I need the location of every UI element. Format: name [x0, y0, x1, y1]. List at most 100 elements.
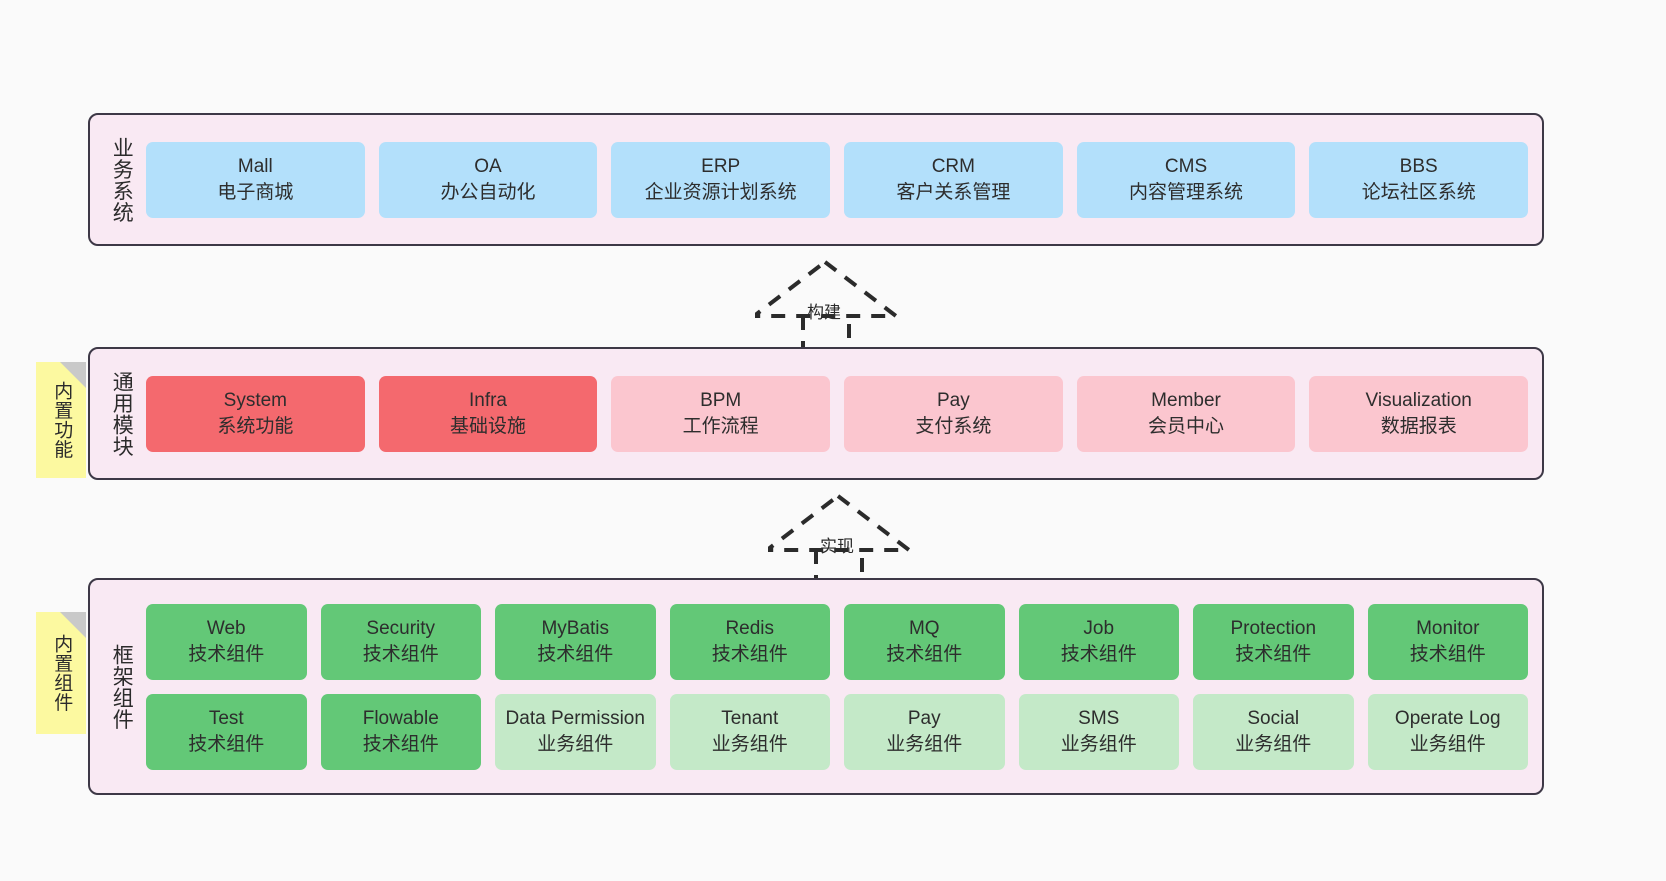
card-mq[interactable]: MQ 技术组件	[844, 603, 1005, 680]
card-title: BPM	[700, 390, 742, 412]
layer-business-systems[interactable]: 业务系统 Mall 电子商城 OA 办公自动化 ERP 企业资源计划系统 CRM…	[88, 113, 1544, 246]
card-subtitle: 技术组件	[188, 733, 265, 755]
card-bpm[interactable]: BPM 工作流程	[611, 375, 831, 452]
card-title: CMS	[1164, 156, 1208, 178]
note-fold-corner	[60, 612, 86, 638]
layer-title-common-modules: 通用模块	[110, 370, 134, 457]
card-title: Visualization	[1365, 390, 1472, 412]
note-label: 内置组件	[51, 634, 73, 712]
note-fold-corner	[60, 362, 86, 388]
card-title: Member	[1151, 390, 1221, 412]
arrow-implement-label: 实现	[820, 537, 854, 556]
layer-title-business-systems: 业务系统	[110, 136, 134, 223]
card-title: Social	[1247, 708, 1300, 730]
card-title: Pay	[907, 708, 941, 730]
card-subtitle: 技术组件	[1409, 643, 1486, 665]
card-subtitle: 技术组件	[886, 643, 963, 665]
card-subtitle: 技术组件	[362, 643, 439, 665]
layer-body-common-modules: System 系统功能 Infra 基础设施 BPM 工作流程 Pay 支付系统…	[146, 359, 1529, 468]
card-monitor[interactable]: Monitor 技术组件	[1367, 603, 1528, 680]
card-subtitle: 技术组件	[362, 733, 439, 755]
card-title: Test	[208, 708, 244, 730]
card-job[interactable]: Job 技术组件	[1018, 603, 1179, 680]
card-social[interactable]: Social 业务组件	[1193, 693, 1354, 770]
note-builtin-components: 内置组件	[36, 612, 86, 734]
card-security[interactable]: Security 技术组件	[320, 603, 481, 680]
card-title: Redis	[725, 618, 775, 640]
card-redis[interactable]: Redis 技术组件	[669, 603, 830, 680]
card-title: System	[223, 390, 288, 412]
card-subtitle: 客户关系管理	[896, 181, 1011, 203]
note-label: 内置功能	[51, 381, 73, 459]
card-subtitle: 业务组件	[537, 733, 614, 755]
card-title: Pay	[936, 390, 970, 412]
card-protection[interactable]: Protection 技术组件	[1193, 603, 1354, 680]
card-sms[interactable]: SMS 业务组件	[1018, 693, 1179, 770]
card-subtitle: 会员中心	[1148, 415, 1225, 437]
card-subtitle: 数据报表	[1380, 415, 1457, 437]
card-subtitle: 技术组件	[188, 643, 265, 665]
card-subtitle: 业务组件	[1060, 733, 1137, 755]
card-subtitle: 基础设施	[450, 415, 527, 437]
card-title: BBS	[1399, 156, 1438, 178]
card-cms[interactable]: CMS 内容管理系统	[1076, 141, 1296, 218]
card-title: Job	[1083, 618, 1115, 640]
card-bbs[interactable]: BBS 论坛社区系统	[1309, 141, 1529, 218]
card-subtitle: 支付系统	[915, 415, 992, 437]
card-title: OA	[474, 156, 502, 178]
card-title: Tenant	[721, 708, 779, 730]
card-title: Flowable	[362, 708, 439, 730]
card-subtitle: 工作流程	[682, 415, 759, 437]
card-subtitle: 系统功能	[217, 415, 294, 437]
card-subtitle: 技术组件	[1235, 643, 1312, 665]
card-subtitle: 电子商城	[217, 181, 294, 203]
card-flowable[interactable]: Flowable 技术组件	[320, 693, 481, 770]
card-erp[interactable]: ERP 企业资源计划系统	[611, 141, 831, 218]
card-title: CRM	[931, 156, 975, 178]
card-row-technical: Web 技术组件 Security 技术组件 MyBatis 技术组件 Redi…	[146, 603, 1528, 680]
layer-body-business-systems: Mall 电子商城 OA 办公自动化 ERP 企业资源计划系统 CRM 客户关系…	[146, 125, 1529, 234]
card-row-business: Test 技术组件 Flowable 技术组件 Data Permission …	[146, 693, 1528, 770]
card-subtitle: 业务组件	[1409, 733, 1486, 755]
card-title: SMS	[1078, 708, 1120, 730]
card-pay-business[interactable]: Pay 业务组件	[844, 693, 1005, 770]
card-visualization[interactable]: Visualization 数据报表	[1309, 375, 1529, 452]
card-crm[interactable]: CRM 客户关系管理	[844, 141, 1063, 218]
arrow-build-label: 构建	[807, 303, 841, 322]
card-subtitle: 办公自动化	[440, 181, 536, 203]
card-title: Protection	[1230, 618, 1317, 640]
card-subtitle: 技术组件	[711, 643, 788, 665]
card-title: ERP	[701, 156, 741, 178]
card-test[interactable]: Test 技术组件	[146, 693, 307, 770]
card-web[interactable]: Web 技术组件	[146, 603, 307, 680]
card-title: Monitor	[1416, 618, 1480, 640]
layer-body-framework-components: Web 技术组件 Security 技术组件 MyBatis 技术组件 Redi…	[146, 590, 1528, 783]
card-row: System 系统功能 Infra 基础设施 BPM 工作流程 Pay 支付系统…	[146, 375, 1529, 452]
card-mybatis[interactable]: MyBatis 技术组件	[495, 603, 656, 680]
arrow-build: 构建	[755, 258, 905, 356]
card-title: Operate Log	[1394, 708, 1501, 730]
card-operate-log[interactable]: Operate Log 业务组件	[1367, 693, 1528, 770]
card-data-permission[interactable]: Data Permission 业务组件	[495, 693, 656, 770]
layer-common-modules[interactable]: 通用模块 System 系统功能 Infra 基础设施 BPM 工作流程 Pay…	[88, 347, 1544, 480]
card-subtitle: 业务组件	[711, 733, 788, 755]
card-tenant[interactable]: Tenant 业务组件	[669, 693, 830, 770]
card-title: Mall	[237, 156, 273, 178]
card-title: MyBatis	[541, 618, 610, 640]
card-row: Mall 电子商城 OA 办公自动化 ERP 企业资源计划系统 CRM 客户关系…	[146, 141, 1529, 218]
card-title: Security	[366, 618, 436, 640]
card-title: Infra	[468, 390, 508, 412]
card-mall[interactable]: Mall 电子商城	[146, 141, 365, 218]
card-pay[interactable]: Pay 支付系统	[844, 375, 1063, 452]
card-title: MQ	[908, 618, 940, 640]
card-infra[interactable]: Infra 基础设施	[378, 375, 598, 452]
card-subtitle: 论坛社区系统	[1361, 181, 1476, 203]
card-subtitle: 业务组件	[886, 733, 963, 755]
note-builtin-features: 内置功能	[36, 362, 86, 478]
card-system[interactable]: System 系统功能	[146, 375, 365, 452]
card-oa[interactable]: OA 办公自动化	[378, 141, 598, 218]
card-member[interactable]: Member 会员中心	[1076, 375, 1296, 452]
layer-title-framework-components: 框架组件	[110, 643, 134, 730]
layer-framework-components[interactable]: 框架组件 Web 技术组件 Security 技术组件 MyBatis 技术组件…	[88, 578, 1544, 795]
